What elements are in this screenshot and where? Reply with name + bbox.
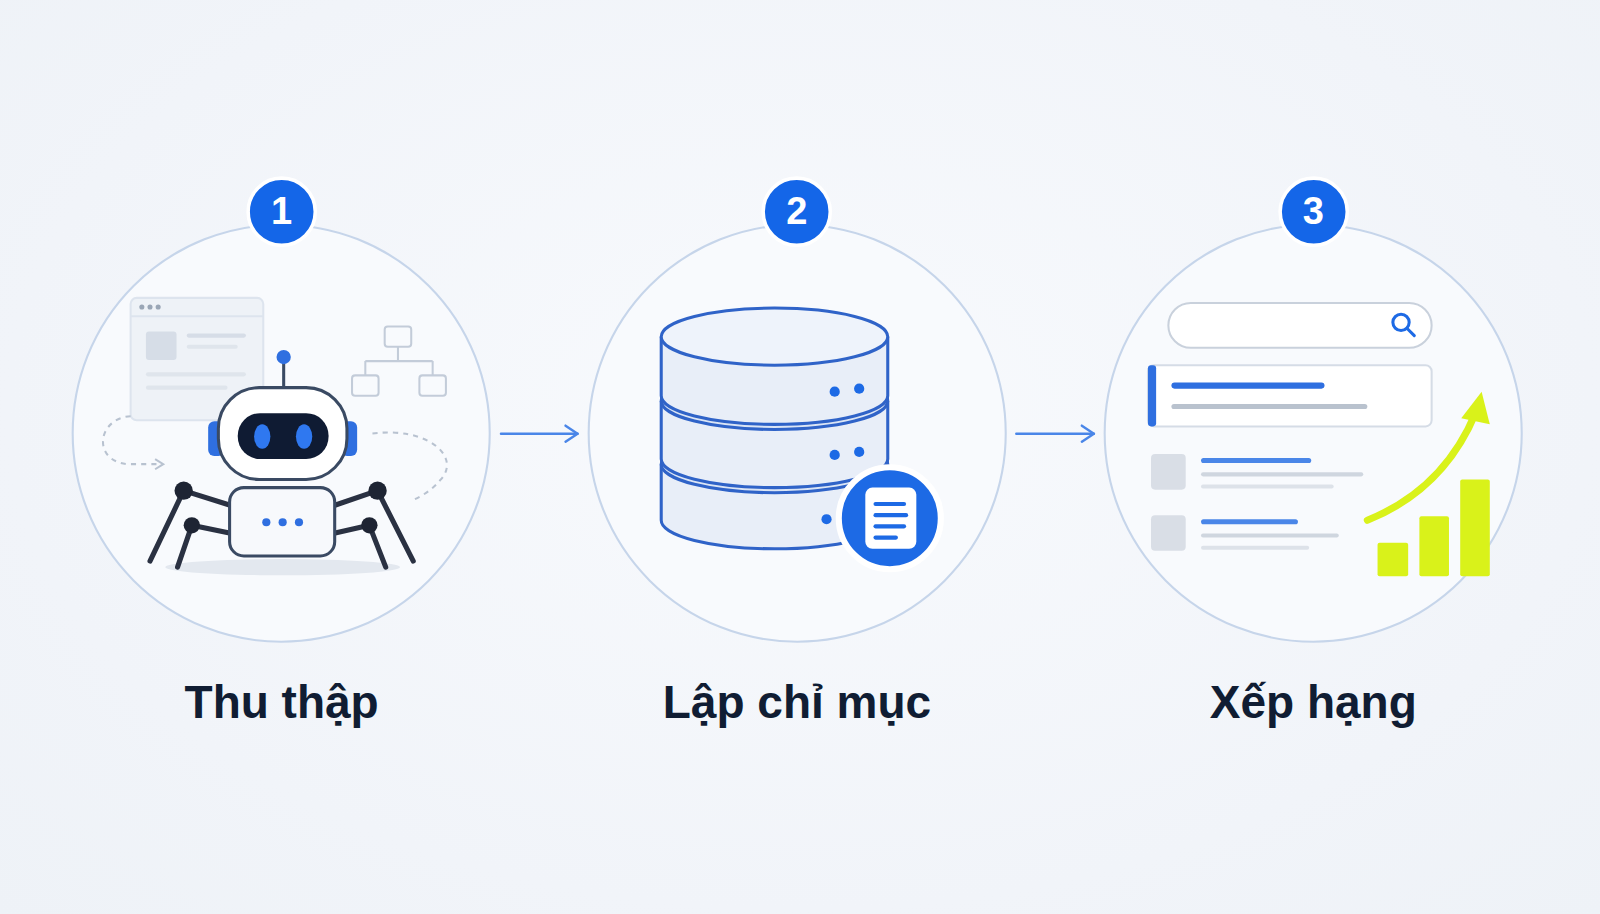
step-label: Lập chỉ mục [495, 672, 1099, 732]
step-badge: 3 [1278, 176, 1349, 247]
step-number: 1 [246, 176, 317, 247]
step-circle: Thu thập1 [71, 223, 491, 643]
circle-outline [1103, 223, 1523, 643]
step-number: 3 [1278, 176, 1349, 247]
circle-outline [587, 223, 1007, 643]
flow-arrow [1016, 426, 1094, 442]
step-badge: 1 [246, 176, 317, 247]
step-label: Xếp hạng [1011, 672, 1600, 732]
step-number: 2 [761, 176, 832, 247]
step-circle: Lập chỉ mục2 [587, 223, 1007, 643]
step-label: Thu thập [0, 672, 584, 732]
step-circle: Xếp hạng3 [1103, 223, 1523, 643]
step-badge: 2 [761, 176, 832, 247]
flow-arrow [501, 426, 578, 442]
circle-outline [71, 223, 491, 643]
